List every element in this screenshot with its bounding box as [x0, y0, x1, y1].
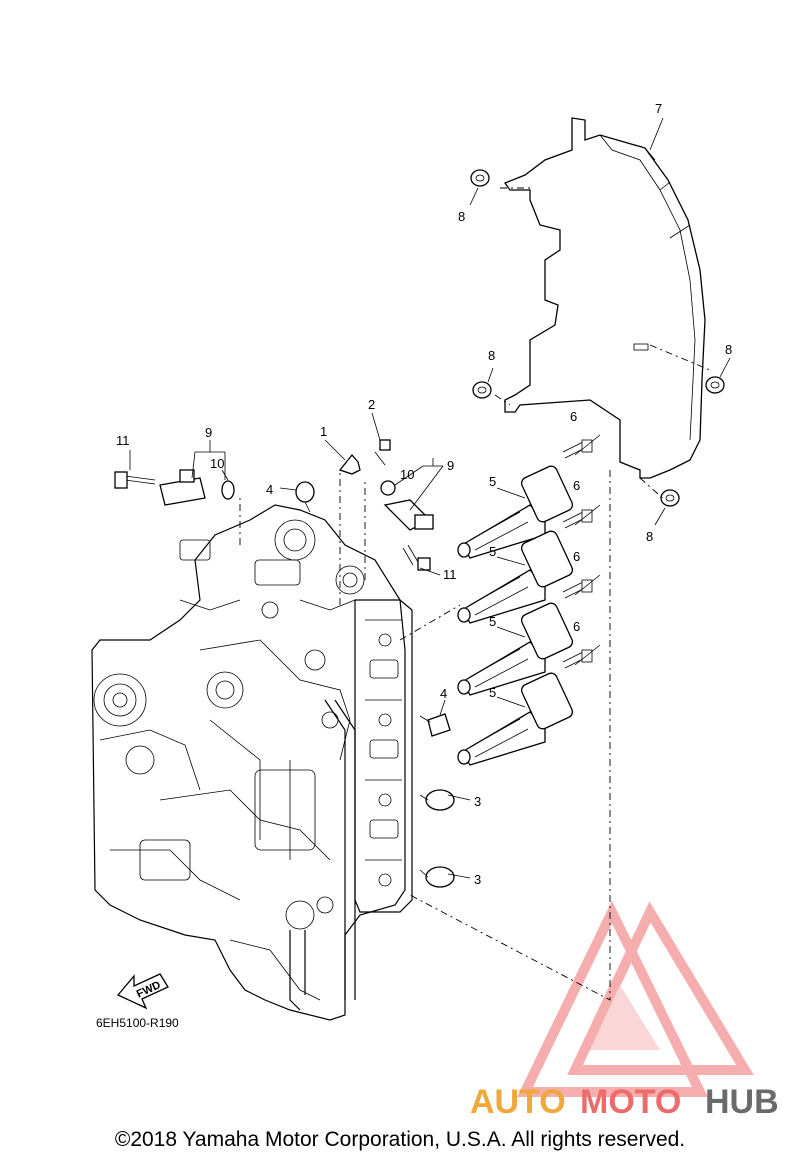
callout-labels: 1 2 3 3 4 4 5 5 5 5 6 6 6 6 7 8 8 8 8 9 …	[116, 101, 732, 887]
ignition-coil-5-a	[457, 465, 574, 559]
callout-1: 1	[320, 424, 327, 439]
grommet-8-top	[470, 169, 490, 187]
callout-6c: 6	[573, 549, 580, 564]
callout-3b: 3	[474, 872, 481, 887]
watermark-logo	[517, 900, 754, 1097]
cover-part-7	[503, 117, 706, 479]
grommet-8-bottom	[660, 489, 680, 507]
callout-4b: 4	[440, 686, 447, 701]
grommet-8-right	[705, 376, 725, 394]
callout-6d: 6	[573, 619, 580, 634]
callout-5d: 5	[489, 685, 496, 700]
callout-4a: 4	[266, 482, 273, 497]
clamp-3-lower	[419, 866, 455, 888]
clamp-4-lower	[419, 713, 451, 737]
callout-8c: 8	[725, 342, 732, 357]
grommet-8-mid	[472, 381, 492, 399]
callout-10b: 10	[400, 467, 414, 482]
ignition-coil-5-d	[457, 672, 574, 766]
callout-11b: 11	[443, 567, 457, 582]
callout-3a: 3	[474, 794, 481, 809]
callout-9a: 9	[205, 425, 212, 440]
callout-6b: 6	[573, 478, 580, 493]
callout-6a: 6	[570, 409, 577, 424]
callout-8d: 8	[646, 529, 653, 544]
callout-7: 7	[655, 101, 662, 116]
callout-11a: 11	[116, 433, 130, 448]
sensor-9-right	[380, 480, 434, 571]
leader-lines	[129, 117, 731, 1001]
sensor-9-left	[114, 469, 235, 506]
bracket-1	[338, 453, 361, 475]
ignition-coil-5-b	[457, 530, 574, 624]
callout-9b: 9	[447, 458, 454, 473]
callout-5c: 5	[489, 614, 496, 629]
watermark-auto: AUTO	[470, 1083, 566, 1121]
watermark-hub: HUB	[705, 1083, 779, 1121]
fwd-arrow: FWD	[116, 973, 169, 1010]
clamp-3-upper	[419, 789, 455, 811]
copyright-text: ©2018 Yamaha Motor Corporation, U.S.A. A…	[114, 1128, 686, 1151]
callout-5b: 5	[489, 544, 496, 559]
callout-8b: 8	[488, 348, 495, 363]
callout-10a: 10	[210, 456, 224, 471]
ignition-coil-5-c	[457, 602, 574, 696]
watermark-text: AUTO MOTO HUB	[470, 1083, 779, 1121]
callout-5a: 5	[489, 474, 496, 489]
diagram-code: 6EH5100-R190	[96, 1016, 179, 1030]
callout-8a: 8	[458, 209, 465, 224]
bolt-6	[562, 439, 593, 669]
fwd-label: FWD	[135, 979, 163, 1000]
watermark-moto: MOTO	[580, 1083, 681, 1121]
bolt-2	[374, 439, 391, 466]
engine-block	[91, 504, 413, 1021]
clamp-4-upper	[295, 481, 315, 513]
callout-2: 2	[368, 397, 375, 412]
